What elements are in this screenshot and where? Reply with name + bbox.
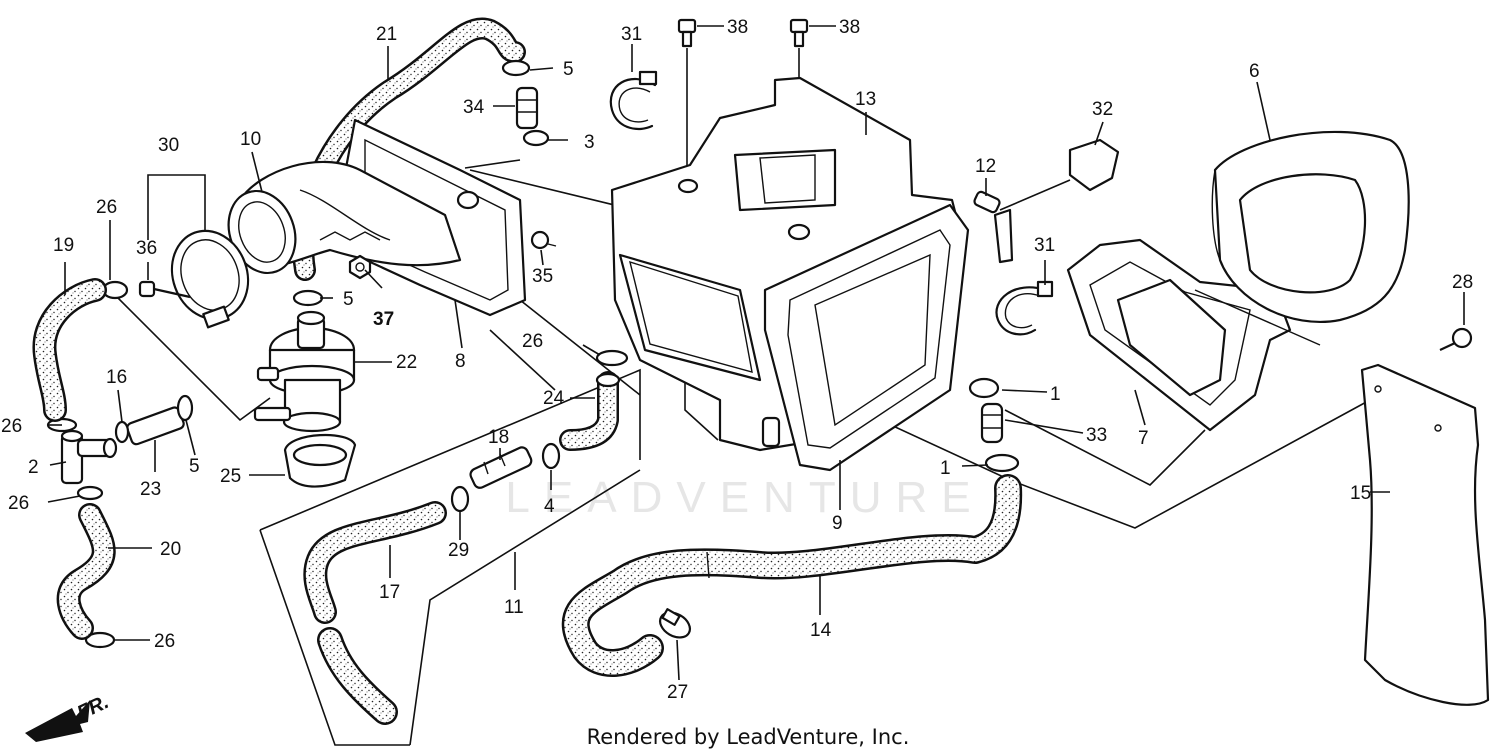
part-13-case [610, 76, 970, 472]
callout-19: 19 [53, 235, 74, 256]
callout-1: 1 [1050, 384, 1061, 405]
callout-28: 28 [1452, 272, 1473, 293]
callout-6: 6 [1249, 61, 1260, 82]
callout-1: 1 [940, 458, 951, 479]
callout-26: 26 [96, 197, 117, 218]
callout-8: 8 [455, 351, 466, 372]
bolt-28 [1439, 327, 1473, 351]
nut-37 [348, 254, 372, 280]
part-24-elbow [559, 371, 621, 451]
part-27-clamp [658, 608, 692, 639]
callout-38: 38 [839, 17, 860, 38]
callout-5: 5 [343, 289, 354, 310]
footer-credit: Rendered by LeadVenture, Inc. [587, 725, 910, 749]
part-25-mount [283, 433, 357, 488]
callout-18: 18 [488, 427, 509, 448]
callout-26: 26 [154, 631, 175, 652]
callout-27: 27 [667, 682, 688, 703]
callout-25: 25 [220, 466, 241, 487]
callout-7: 7 [1138, 428, 1149, 449]
callout-30: 30 [158, 135, 179, 156]
part-2-tjoint [60, 429, 118, 485]
callout-26: 26 [8, 493, 29, 514]
callout-5: 5 [189, 456, 200, 477]
callout-32: 32 [1092, 99, 1113, 120]
callout-2: 2 [28, 457, 39, 478]
watermark-text: LEADVENTURE [505, 473, 984, 522]
callout-10: 10 [240, 129, 261, 150]
part-31-clamp-lower [995, 280, 1054, 336]
part-30-clamp [170, 229, 250, 329]
part-15-cover [1360, 363, 1490, 706]
callout-31: 31 [1034, 235, 1055, 256]
callout-9: 9 [832, 513, 843, 534]
callout-15: 15 [1350, 483, 1371, 504]
part-31-clamp-upper [609, 70, 658, 130]
part-16-clamp [114, 420, 130, 444]
callout-34: 34 [463, 97, 485, 118]
part-32-bracket [993, 138, 1120, 264]
callout-14: 14 [810, 620, 832, 641]
callout-26: 26 [522, 331, 543, 352]
callout-11: 11 [504, 597, 524, 618]
callout-17: 17 [379, 582, 400, 603]
part-33-fitting [980, 402, 1004, 444]
callout-37: 37 [373, 309, 394, 330]
callout-35: 35 [532, 266, 553, 287]
callout-20: 20 [160, 539, 181, 560]
callout-33: 33 [1086, 425, 1107, 446]
part-12-pipe [973, 190, 1001, 214]
callout-3: 3 [584, 132, 595, 153]
callout-5: 5 [563, 59, 574, 80]
callout-24: 24 [543, 388, 565, 409]
part-7-frame [1066, 238, 1321, 432]
callout-29: 29 [448, 540, 469, 561]
hose-20 [56, 503, 116, 640]
callout-13: 13 [855, 89, 876, 110]
part-23-pipe [126, 406, 185, 446]
part-6-filter [1211, 130, 1410, 323]
callout-26: 26 [1, 416, 22, 437]
part-22-valve [253, 310, 356, 433]
hose-17 [303, 501, 447, 725]
callout-22: 22 [396, 352, 417, 373]
part-10-duct [227, 160, 462, 275]
bolt-35 [530, 230, 557, 250]
clips [46, 59, 1020, 649]
hose-14 [561, 474, 1023, 677]
callout-labels: 1 1 2 3 4 5 5 5 6 7 8 9 10 11 12 13 14 1… [1, 17, 1473, 703]
callout-38: 38 [727, 17, 748, 38]
front-arrow-icon [25, 700, 90, 742]
callout-21: 21 [376, 24, 397, 45]
callout-36: 36 [136, 238, 157, 259]
bolt-36 [138, 280, 191, 299]
callout-23: 23 [140, 479, 161, 500]
part-34-fitting [515, 86, 539, 130]
callout-31: 31 [621, 24, 642, 45]
hose-19 [32, 278, 107, 422]
callout-12: 12 [975, 156, 996, 177]
callout-4: 4 [544, 496, 555, 517]
part-18-connector [469, 446, 533, 489]
callout-leaders [47, 25, 1465, 681]
callout-16: 16 [106, 367, 127, 388]
